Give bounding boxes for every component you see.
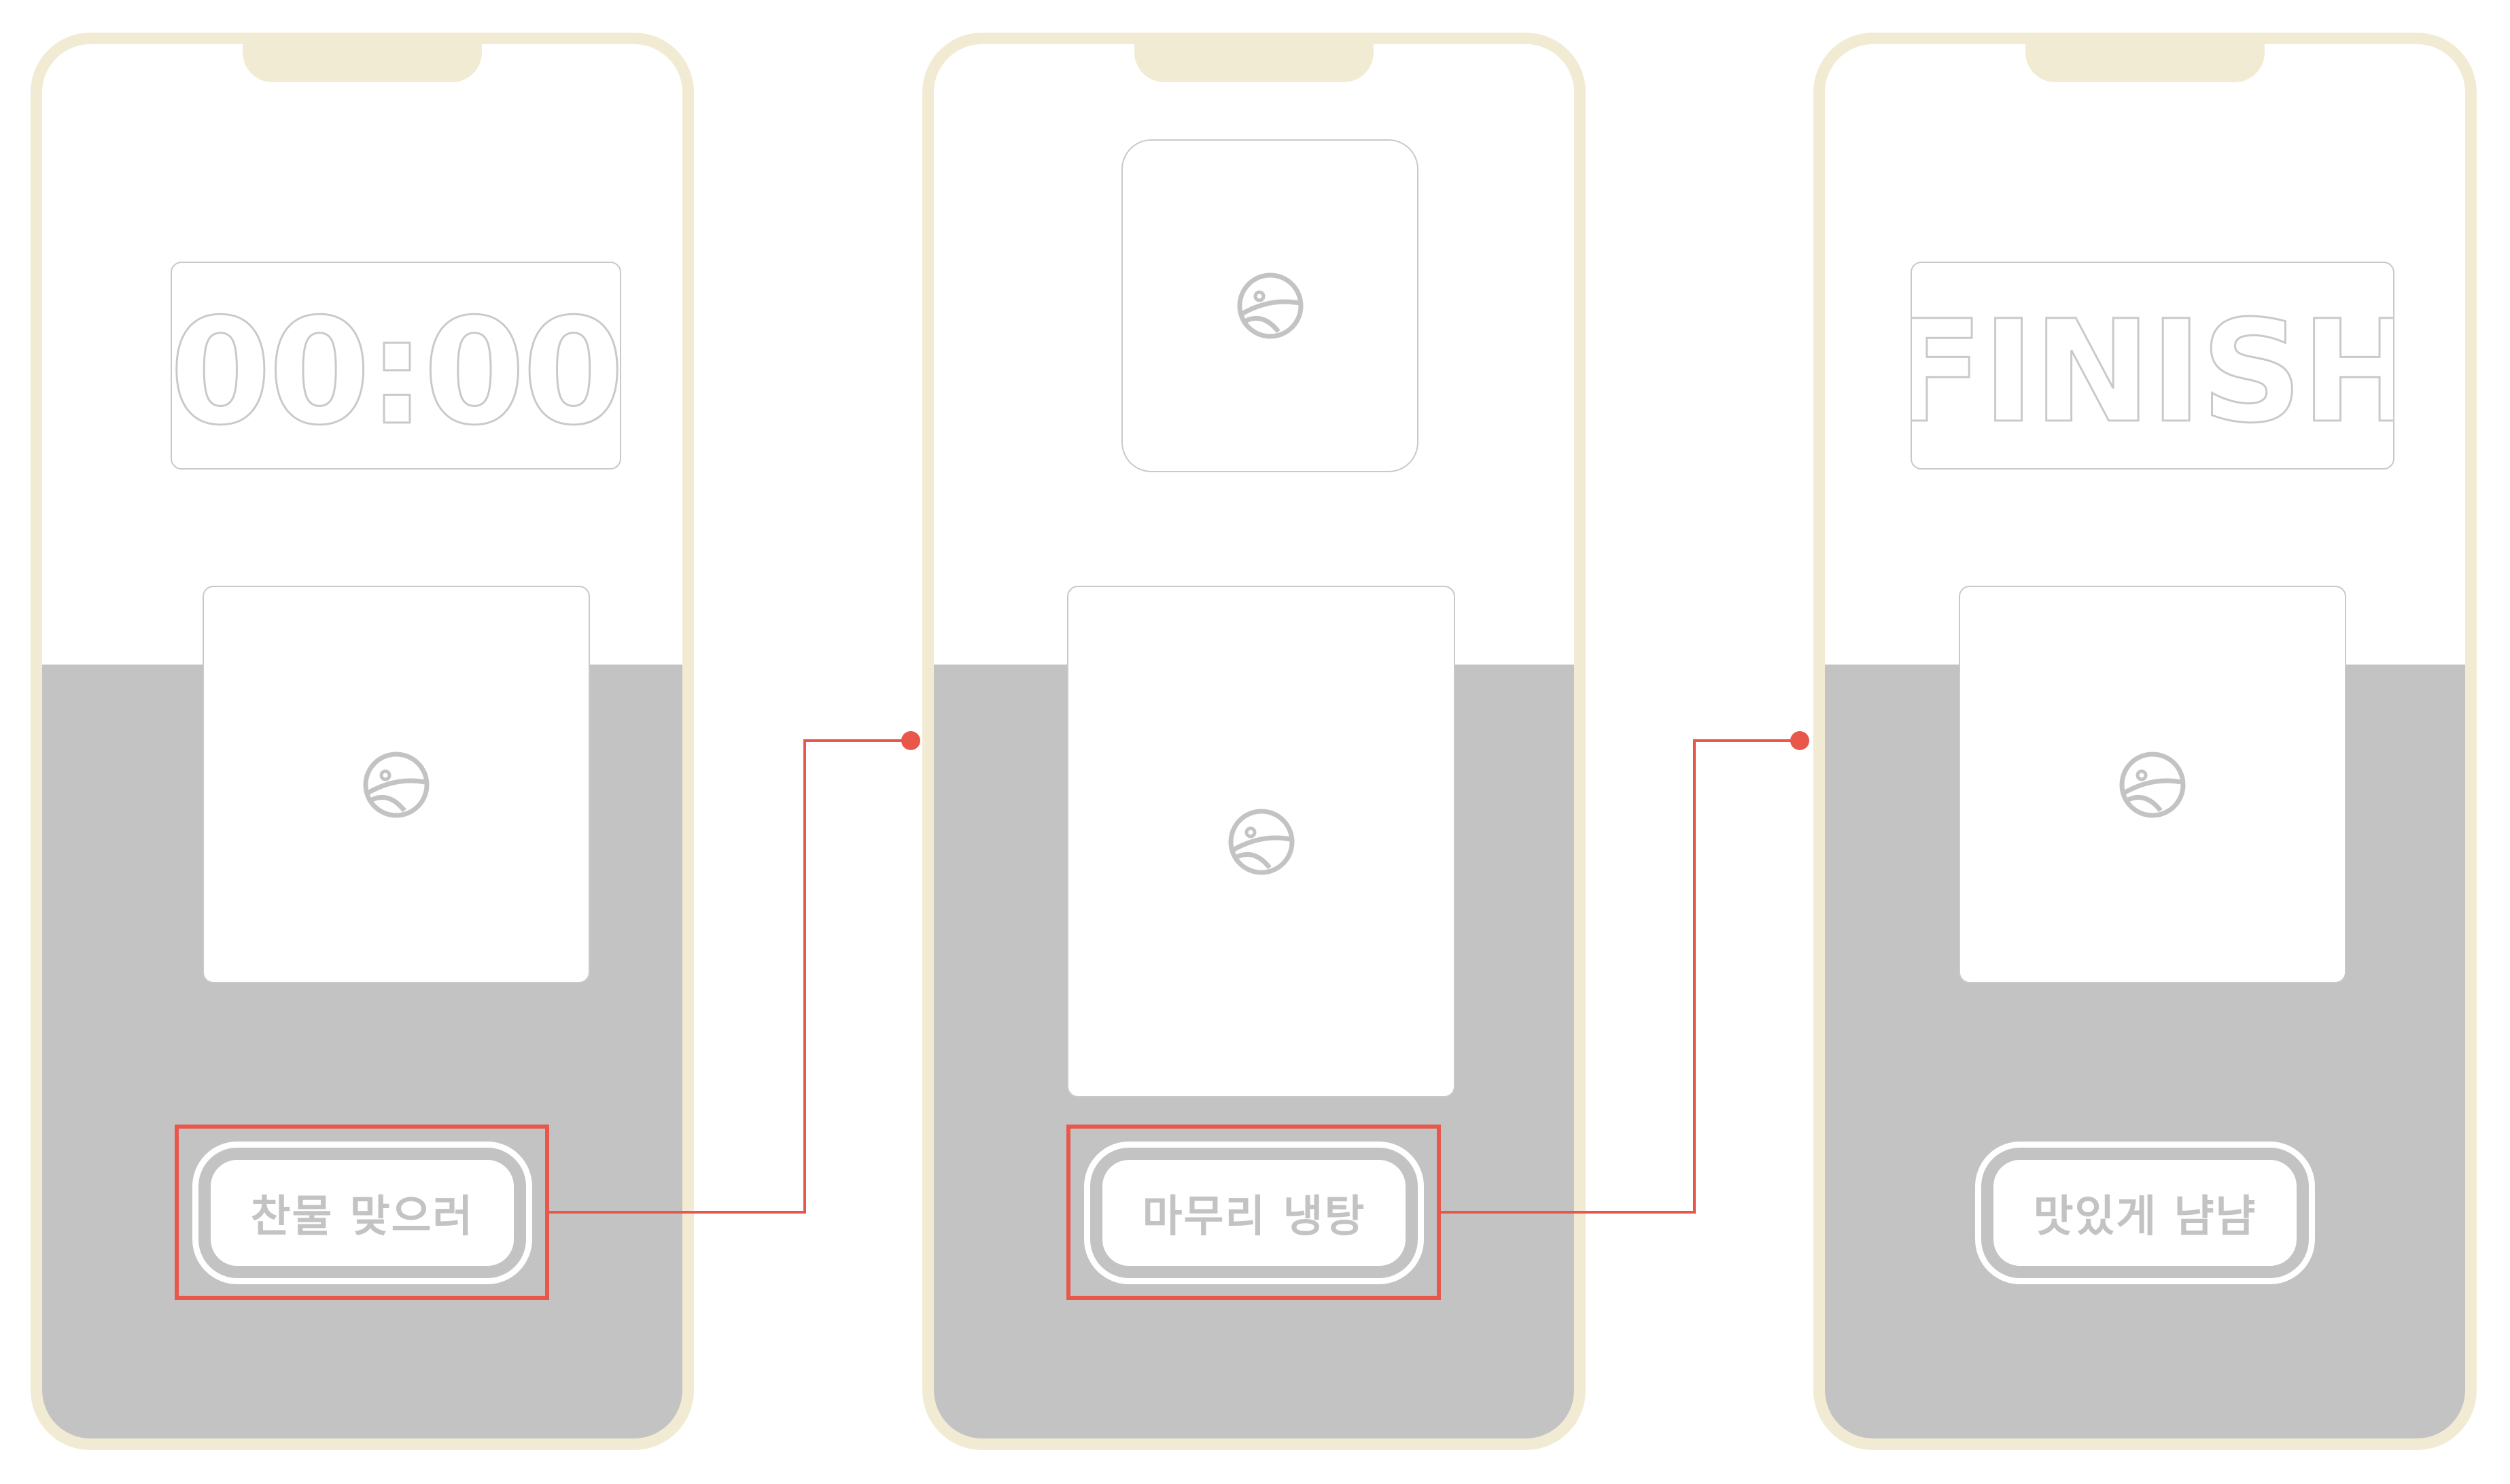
phone-notch	[1134, 44, 1374, 82]
flow-endpoint-dot	[901, 731, 920, 750]
phone-screen-finish: FINISH 맛있게 냠냠	[1813, 33, 2477, 1450]
enjoy-meal-button-label: 맛있게 냠냠	[1987, 1154, 2303, 1272]
enjoy-meal-button[interactable]: 맛있게 냠냠	[1975, 1142, 2315, 1284]
timer-display: 00:00	[171, 262, 621, 470]
timer-text: 00:00	[172, 287, 620, 457]
landscape-image-icon	[363, 752, 430, 817]
start-button[interactable]: 찬물 맞으러	[192, 1142, 532, 1284]
timer-outline-svg: 00:00	[172, 285, 620, 458]
finish-display: FINISH	[1911, 262, 2394, 470]
finish-outline-svg: FINISH	[1912, 289, 2393, 455]
finish-cold-bath-button-label: 마무리 냉탕	[1096, 1154, 1412, 1272]
image-card	[1067, 586, 1455, 1097]
finish-cold-bath-button[interactable]: 마무리 냉탕	[1084, 1142, 1424, 1284]
phone-screen-timer: 00:00 찬물 맞으러	[31, 33, 694, 1450]
phone-screen-finishing: 마무리 냉탕	[922, 33, 1586, 1450]
start-button-label: 찬물 맞으러	[205, 1154, 520, 1272]
finish-text: FINISH	[1912, 290, 2393, 454]
phone-notch	[243, 44, 482, 82]
landscape-image-icon	[2119, 752, 2186, 817]
top-image-card	[1121, 139, 1418, 472]
flow-endpoint-dot	[1790, 731, 1809, 750]
landscape-image-icon	[1228, 809, 1294, 874]
image-card	[203, 586, 590, 983]
phone-notch	[2025, 44, 2265, 82]
landscape-image-icon	[1237, 272, 1303, 339]
image-card	[1959, 586, 2346, 983]
